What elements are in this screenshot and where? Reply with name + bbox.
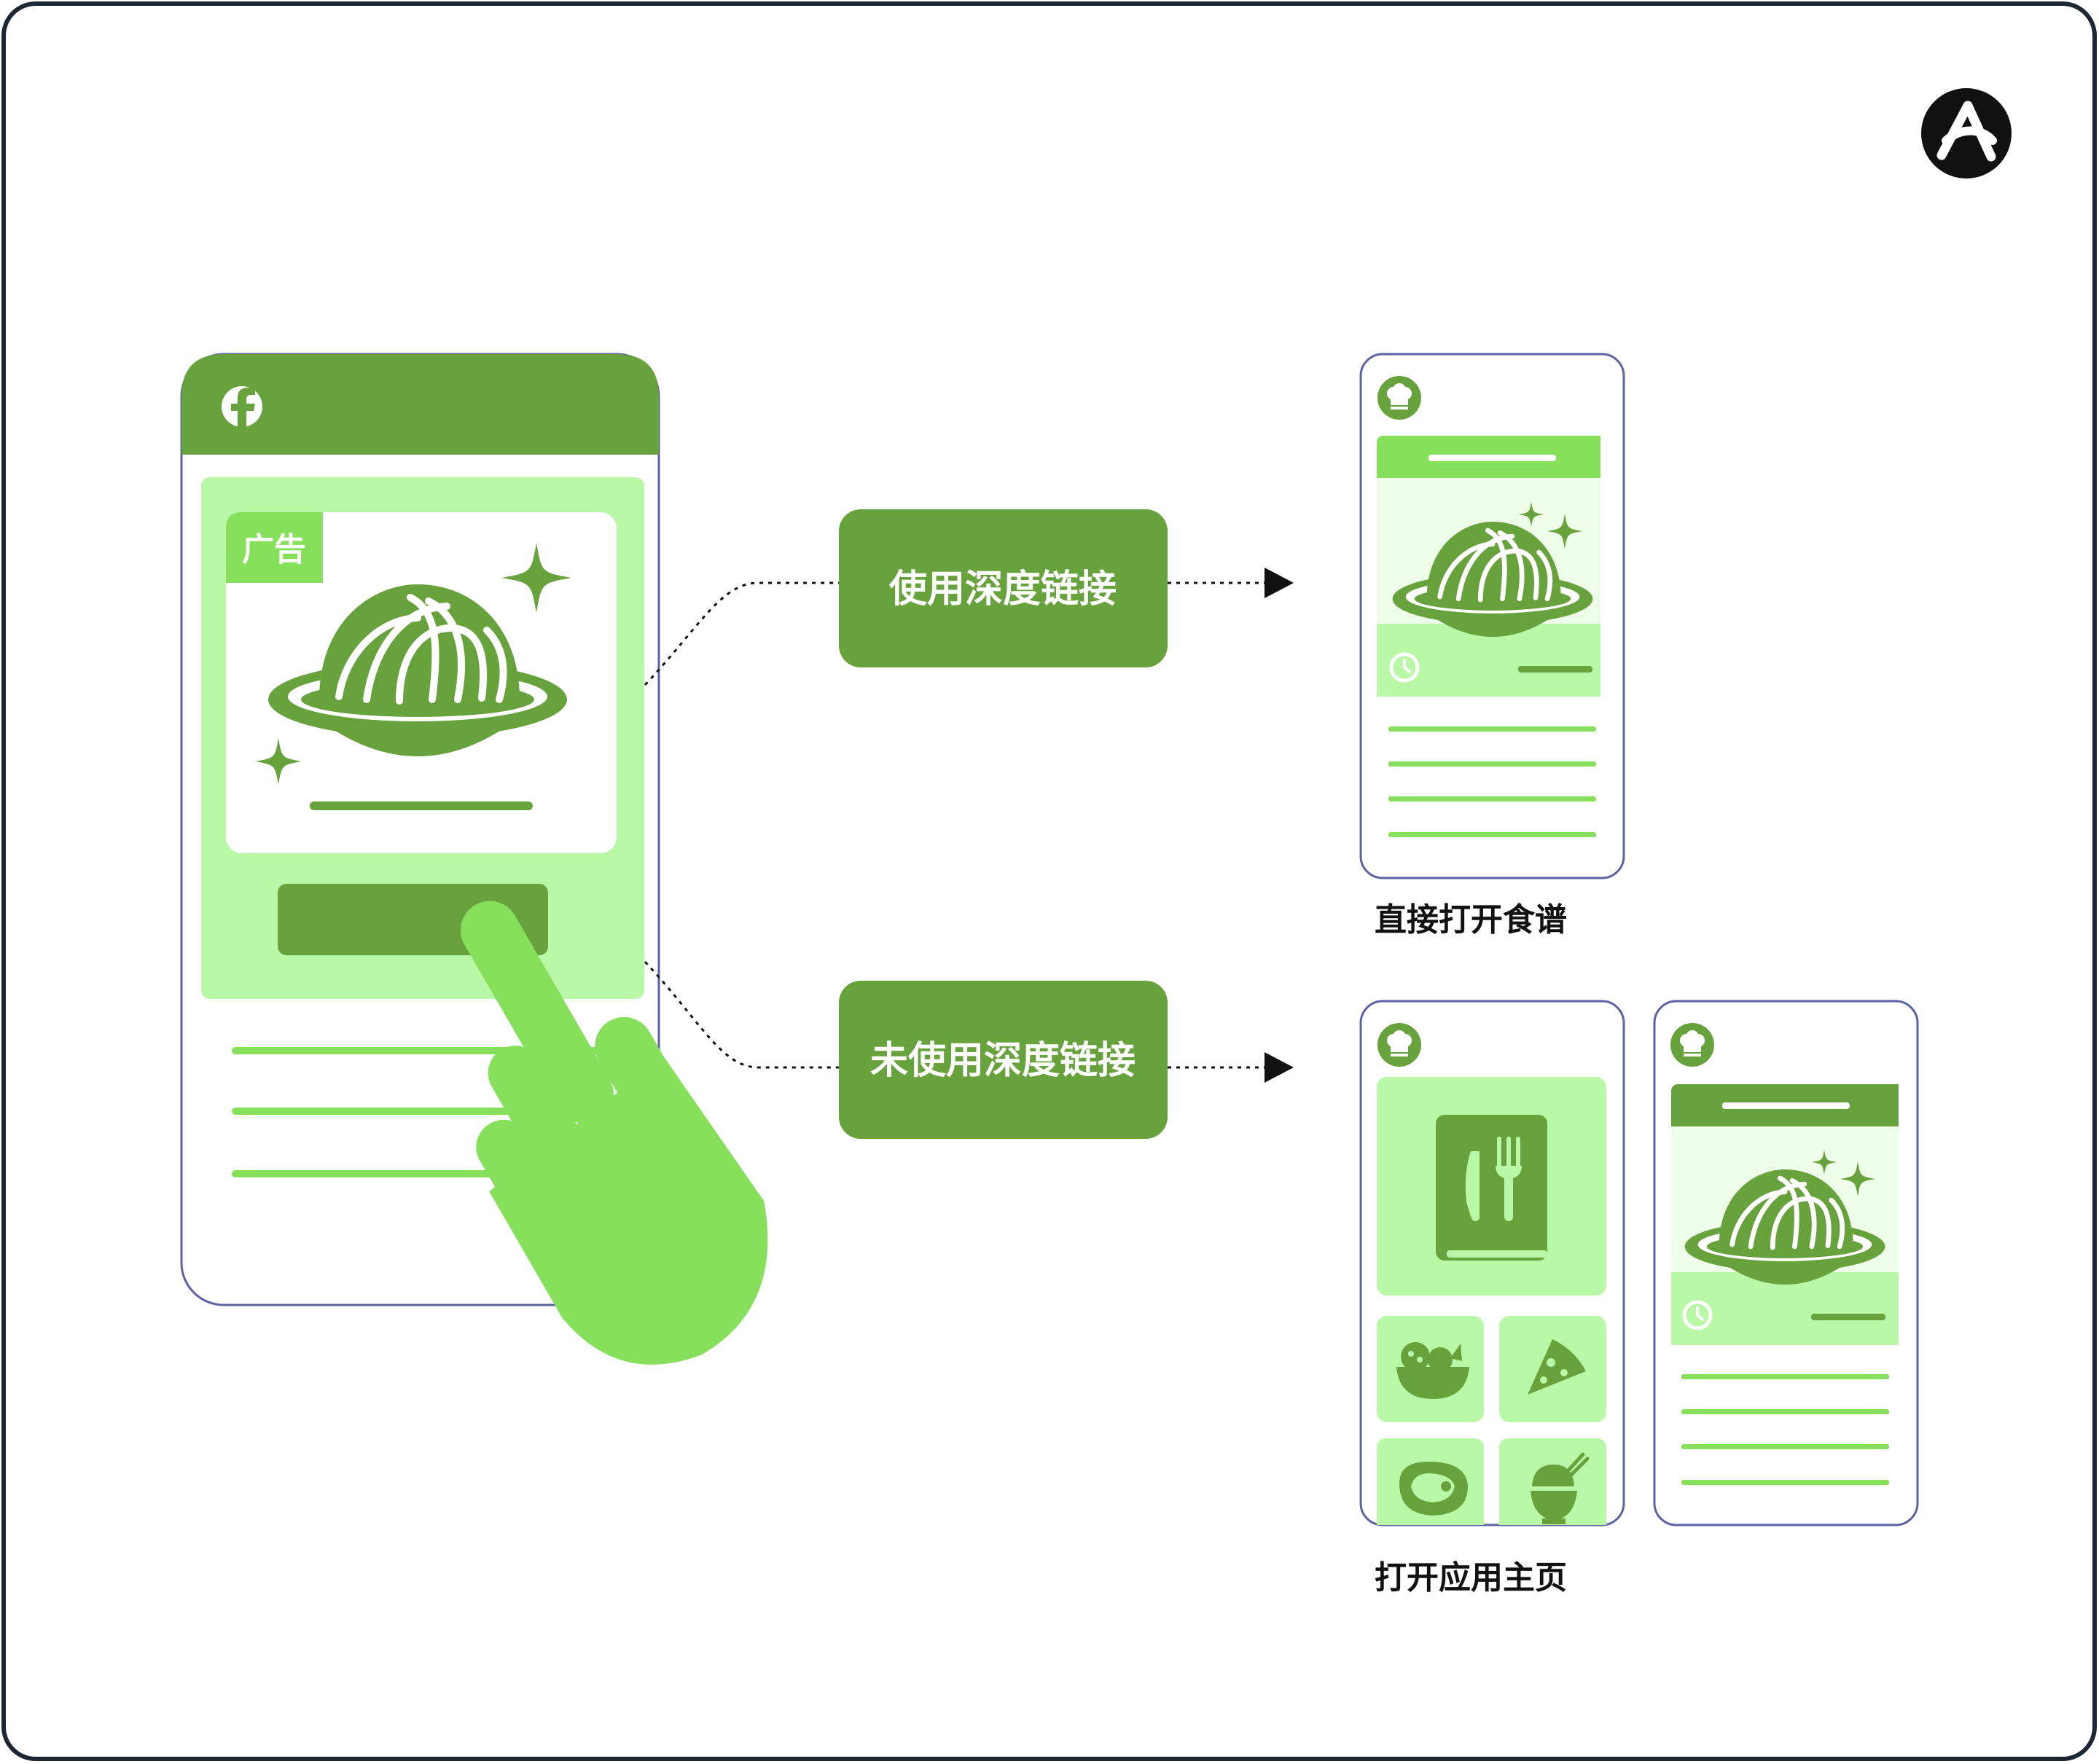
brand-logo-icon bbox=[1921, 88, 2012, 179]
no-deep-link-button-label: 未使用深度链接 bbox=[870, 1039, 1136, 1083]
recipe-title-line bbox=[1722, 1102, 1850, 1109]
pointing-hand-icon bbox=[461, 901, 768, 1365]
recipe-text-line bbox=[1681, 1444, 1889, 1449]
home-result-caption: 打开应用主页 bbox=[1375, 1559, 1567, 1596]
recipe-book-icon bbox=[1436, 1115, 1547, 1261]
recipe-time-line bbox=[1811, 1314, 1885, 1320]
deep-link-button[interactable] bbox=[839, 509, 1168, 667]
recipe-text-line bbox=[1388, 832, 1596, 837]
salad-bowl-icon bbox=[1396, 1342, 1469, 1399]
recipe-text-line bbox=[1388, 726, 1596, 732]
rice-bowl-icon bbox=[1531, 1452, 1590, 1524]
deep-link-button-label: 使用深度链接 bbox=[888, 568, 1117, 611]
chef-hat-icon bbox=[1377, 376, 1421, 420]
arrow-head-icon bbox=[1265, 568, 1294, 598]
recipe-title-line bbox=[1428, 455, 1556, 461]
recipe-text-line bbox=[1681, 1409, 1889, 1414]
arrow-head-icon bbox=[1265, 1052, 1294, 1083]
facebook-icon bbox=[222, 386, 262, 428]
ad-phone-header bbox=[181, 354, 659, 455]
recipe-text-line bbox=[1681, 1374, 1889, 1379]
connector-line bbox=[644, 960, 839, 1069]
recipe-screen-after-home bbox=[1653, 1000, 1919, 1526]
flow-without-deep-link: 未使用深度链接 bbox=[644, 960, 1294, 1139]
recipe-text-line bbox=[1388, 761, 1596, 767]
recipe-result-caption: 直接打开食谱 bbox=[1375, 901, 1567, 938]
chef-hat-icon bbox=[1670, 1023, 1714, 1067]
ad-caption-line bbox=[310, 801, 533, 810]
no-deep-link-button[interactable] bbox=[839, 981, 1168, 1139]
chef-hat-icon bbox=[1377, 1023, 1421, 1067]
recipe-screen bbox=[1359, 353, 1625, 879]
pizza-slice-icon bbox=[1528, 1339, 1586, 1395]
ad-badge bbox=[226, 512, 323, 583]
steak-icon bbox=[1399, 1462, 1468, 1516]
recipe-text-line bbox=[1681, 1480, 1889, 1485]
recipe-text-line bbox=[1388, 796, 1596, 801]
recipe-time-line bbox=[1518, 666, 1592, 673]
app-home-screen bbox=[1359, 1000, 1625, 1526]
flow-with-deep-link: 使用深度链接 bbox=[644, 509, 1294, 686]
ad-badge-label: 广告 bbox=[242, 531, 306, 568]
